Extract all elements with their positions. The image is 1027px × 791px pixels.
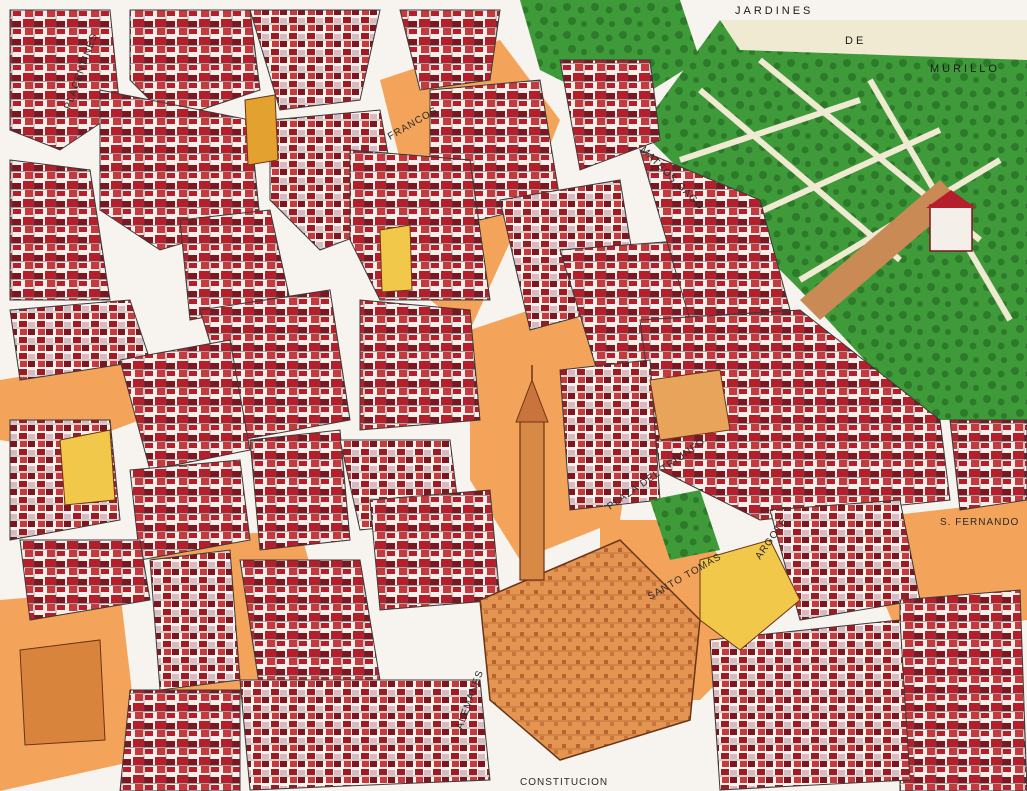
label-jardines-de: DE bbox=[845, 35, 866, 47]
plaza-garden bbox=[650, 490, 720, 560]
label-st-fernando: S. FERNANDO bbox=[940, 517, 1019, 528]
label-constitucion: CONSTITUCION bbox=[520, 777, 608, 788]
landmark-buildings bbox=[19, 94, 801, 746]
label-murillo: MURILLO bbox=[930, 63, 1000, 75]
building-blocks bbox=[9, 9, 1027, 791]
cathedral bbox=[479, 365, 701, 761]
label-jardines: JARDINES bbox=[735, 5, 813, 17]
jardines-de-murillo bbox=[520, 0, 1027, 420]
